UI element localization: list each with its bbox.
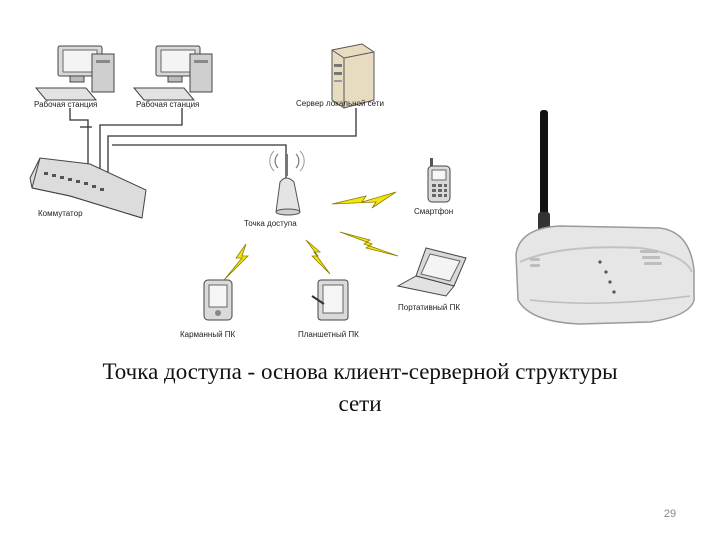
wire-server xyxy=(107,108,357,188)
access-point-icon xyxy=(269,150,305,216)
device-labels: Рабочая станция Рабочая станция Сервер л… xyxy=(34,99,460,339)
slide-caption: Точка доступа - основа клиент-серверной … xyxy=(20,356,700,420)
wire-workstation-2 xyxy=(99,108,183,190)
laptop-icon xyxy=(396,247,467,297)
workstation-1-icon xyxy=(34,45,115,101)
wire-access-point xyxy=(112,144,287,180)
label-pocket-pc: Карманный ПК xyxy=(180,330,236,339)
label-laptop: Портативный ПК xyxy=(398,303,460,312)
pocket-pc-icon xyxy=(203,279,233,321)
lightning-smartphone xyxy=(331,191,397,209)
label-smartphone: Смартфон xyxy=(414,207,453,216)
wireless-router-icon xyxy=(515,110,695,325)
smartphone-icon xyxy=(427,158,451,203)
label-workstation-1: Рабочая станция xyxy=(34,100,97,109)
caption-line-2: сети xyxy=(338,391,382,416)
server-icon xyxy=(331,43,375,109)
network-diagram: Рабочая станция Рабочая станция Сервер л… xyxy=(29,43,695,339)
wire-workstation-1 xyxy=(69,108,89,192)
label-access-point: Точка доступа xyxy=(244,219,297,228)
lightning-laptop xyxy=(339,231,399,257)
lightning-pocket-pc xyxy=(223,243,249,281)
label-tablet-pc: Планшетный ПК xyxy=(298,330,359,339)
label-switch: Коммутатор xyxy=(38,209,83,218)
workstation-2-icon xyxy=(132,45,213,101)
label-server: Сервер локальной сети xyxy=(296,99,384,108)
caption-line-1: Точка доступа - основа клиент-серверной … xyxy=(102,359,618,384)
tablet-pc-icon xyxy=(311,279,349,321)
label-workstation-2: Рабочая станция xyxy=(136,100,199,109)
switch-icon xyxy=(29,157,147,219)
page-number: 29 xyxy=(663,508,677,520)
wireless-links xyxy=(223,191,399,281)
lightning-tablet-pc xyxy=(305,239,331,275)
